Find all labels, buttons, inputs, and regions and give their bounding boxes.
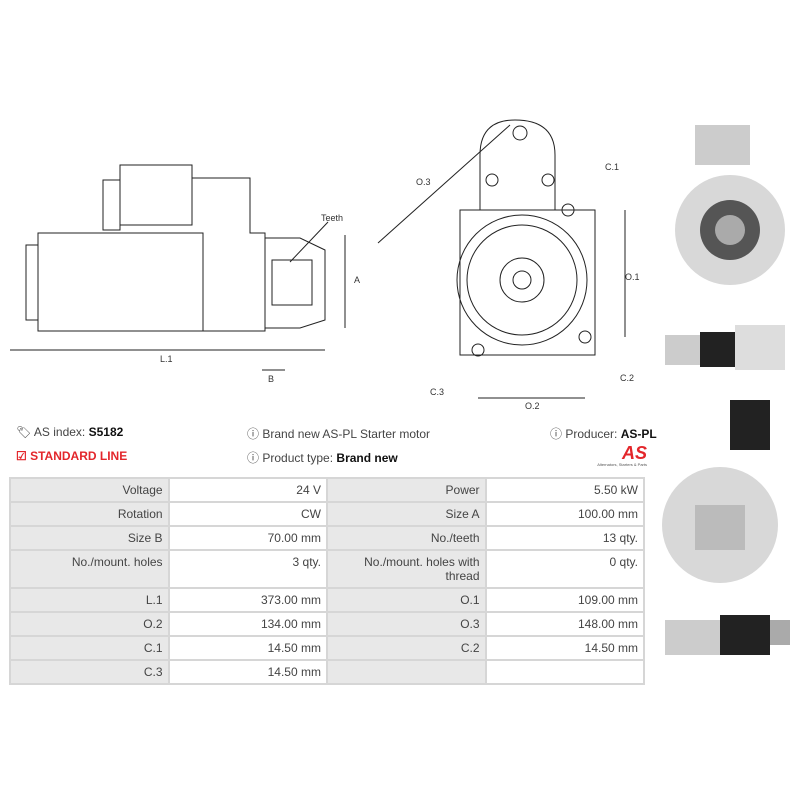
spec-value: 14.50 mm bbox=[484, 635, 646, 661]
spec-label: O.2 bbox=[9, 611, 170, 637]
spec-label: L.1 bbox=[9, 587, 170, 613]
spec-value: 5.50 kW bbox=[484, 477, 646, 503]
product-photo-side[interactable] bbox=[660, 310, 795, 385]
spec-value: 13 qty. bbox=[484, 525, 646, 551]
dim-c2-label: C.2 bbox=[620, 373, 634, 383]
spec-value: 24 V bbox=[167, 477, 328, 503]
info-icon: ⓘ bbox=[550, 427, 563, 441]
dim-a-label: A bbox=[354, 275, 360, 285]
producer: ⓘ Producer: AS-PL bbox=[550, 427, 657, 441]
tag-icon: 🏷 bbox=[16, 425, 32, 439]
spec-value: 0 qty. bbox=[484, 549, 646, 589]
spec-value: CW bbox=[167, 501, 328, 527]
spec-value: 14.50 mm bbox=[167, 659, 328, 685]
spec-value: 134.00 mm bbox=[167, 611, 328, 637]
spec-label: C.2 bbox=[325, 635, 487, 661]
spec-value: 14.50 mm bbox=[167, 635, 328, 661]
spec-label: Voltage bbox=[9, 477, 170, 503]
spec-value: 148.00 mm bbox=[484, 611, 646, 637]
spec-value: 3 qty. bbox=[167, 549, 328, 589]
spec-value: 109.00 mm bbox=[484, 587, 646, 613]
dim-l1-label: L.1 bbox=[160, 354, 173, 364]
dim-c1-label: C.1 bbox=[605, 162, 619, 172]
spec-value: 100.00 mm bbox=[484, 501, 646, 527]
spec-label: Size A bbox=[325, 501, 487, 527]
description: ⓘ Brand new AS-PL Starter motor bbox=[247, 427, 430, 441]
product-type: ⓘ Product type: Brand new bbox=[247, 451, 398, 465]
as-pl-logo: AS Alternators, Starters & Parts bbox=[597, 443, 647, 467]
product-photo-front[interactable] bbox=[660, 120, 795, 305]
spec-label bbox=[325, 659, 487, 685]
spec-label: O.1 bbox=[325, 587, 487, 613]
spec-label: Rotation bbox=[9, 501, 170, 527]
spec-label: No./teeth bbox=[325, 525, 487, 551]
spec-value: 70.00 mm bbox=[167, 525, 328, 551]
spec-label: Size B bbox=[9, 525, 170, 551]
spec-label: Power bbox=[325, 477, 487, 503]
spec-value bbox=[484, 659, 646, 685]
teeth-label: Teeth bbox=[321, 213, 343, 223]
as-index: 🏷 AS index: S5182 bbox=[16, 425, 124, 439]
spec-label: No./mount. holes with thread bbox=[325, 549, 487, 589]
product-photo-front-2[interactable] bbox=[660, 395, 795, 590]
spec-label: No./mount. holes bbox=[9, 549, 170, 589]
product-photo-side-2[interactable] bbox=[660, 595, 795, 670]
dim-o1-label: O.1 bbox=[625, 272, 640, 282]
front-view-drawing: O.3 C.1 O.1 C.2 C.3 O.2 bbox=[377, 119, 640, 410]
dim-o2-label: O.2 bbox=[525, 401, 540, 410]
spec-label: C.3 bbox=[9, 659, 170, 685]
spec-label: O.3 bbox=[325, 611, 487, 637]
spec-label: C.1 bbox=[9, 635, 170, 661]
standard-line-badge: ☑ STANDARD LINE bbox=[16, 449, 128, 463]
dim-o3-label: O.3 bbox=[416, 177, 431, 187]
spec-value: 373.00 mm bbox=[167, 587, 328, 613]
checkbox-icon: ☑ bbox=[16, 449, 27, 463]
side-view-drawing: Teeth A B L.1 bbox=[10, 164, 360, 384]
dim-b-label: B bbox=[268, 374, 274, 384]
info-icon: ⓘ bbox=[247, 427, 260, 441]
info-icon: ⓘ bbox=[247, 451, 260, 465]
dim-c3-label: C.3 bbox=[430, 387, 444, 397]
